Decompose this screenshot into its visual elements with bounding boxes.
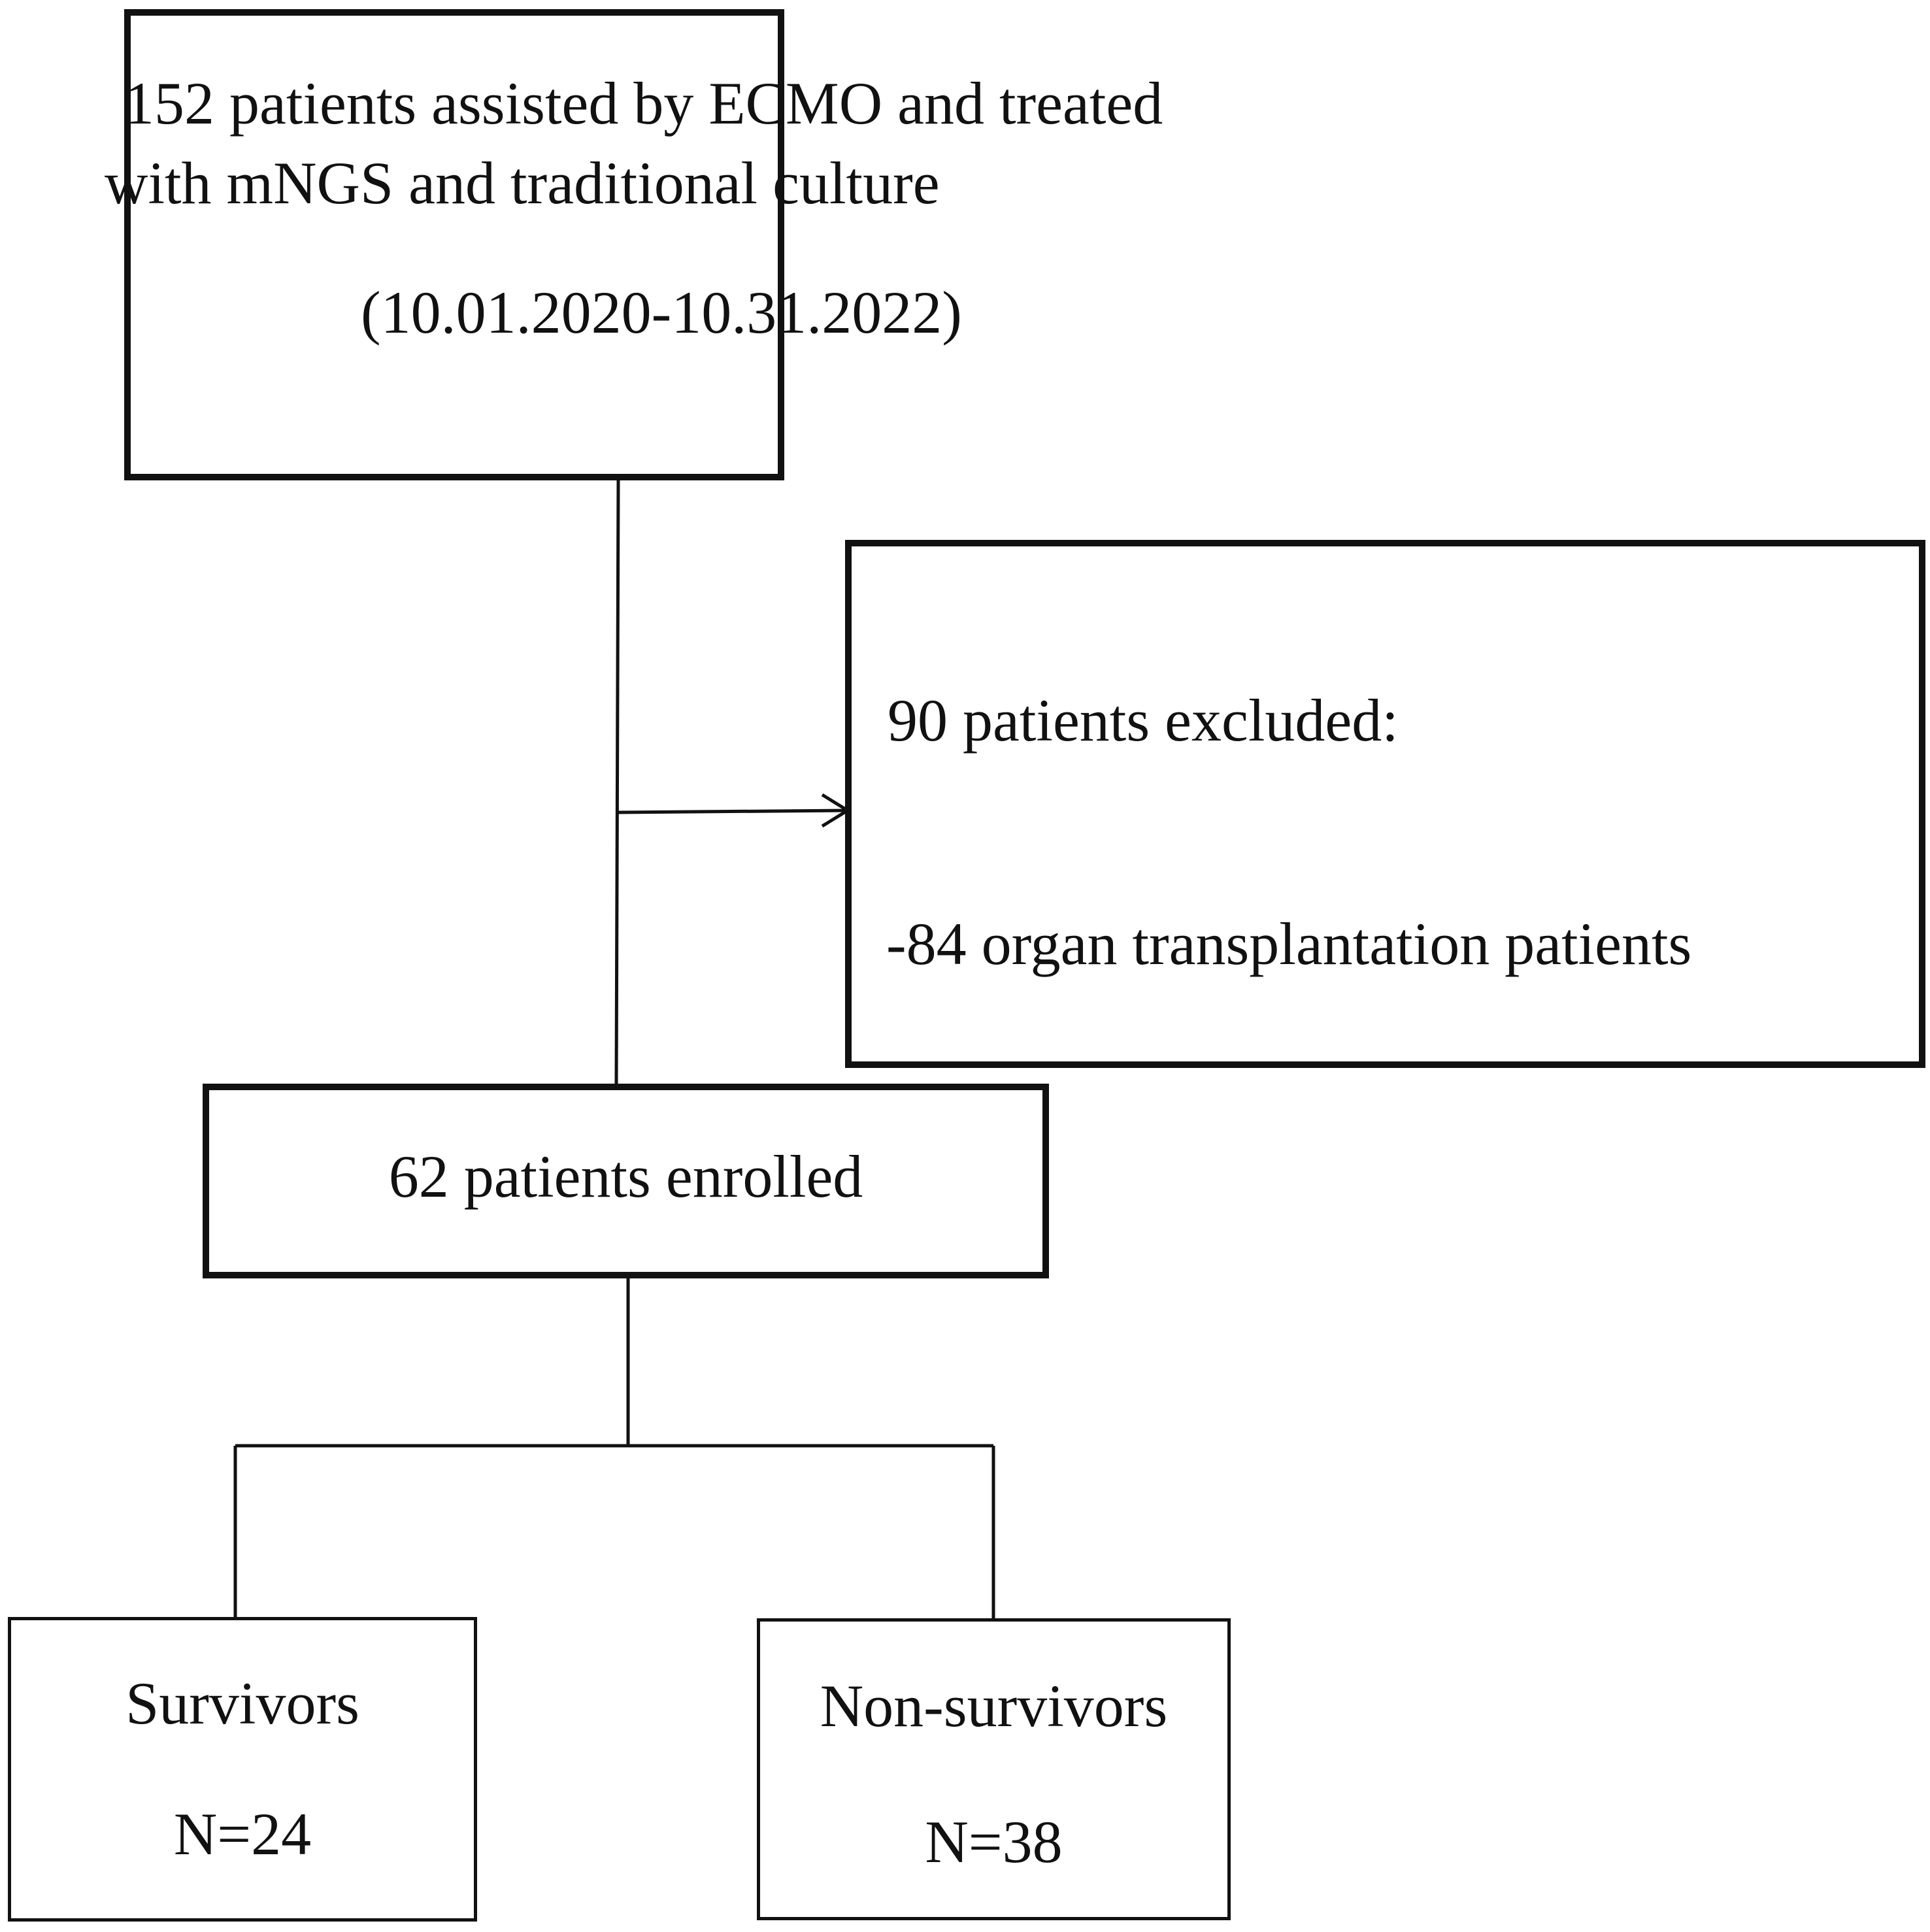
excluded-line-2: -84 organ transplantation patients [886,910,1692,977]
excluded-box [845,540,1925,1068]
screened-line-2: with mNGS and traditional culture [105,150,940,216]
connector-screened-to-enrolled [614,480,620,1084]
screened-box [124,9,784,480]
survivors-label: Survivors [125,1670,359,1737]
survivors-box [8,1617,477,1922]
excluded-line-1: 90 patients excluded: [888,687,1399,754]
enrolled-line-1: 62 patients enrolled [388,1143,863,1210]
screened-line-1: 152 patients assisted by ECMO and treate… [124,70,1163,137]
survivors-count: N=24 [173,1801,312,1867]
screened-line-3: (10.01.2020-10.31.2022) [361,279,962,346]
connector-to-excluded [618,808,848,814]
enrolled-box [203,1084,1049,1278]
non-survivors-label: Non-survivors [820,1673,1168,1739]
non-survivors-box [757,1618,1231,1920]
non-survivors-count: N=38 [925,1808,1063,1875]
